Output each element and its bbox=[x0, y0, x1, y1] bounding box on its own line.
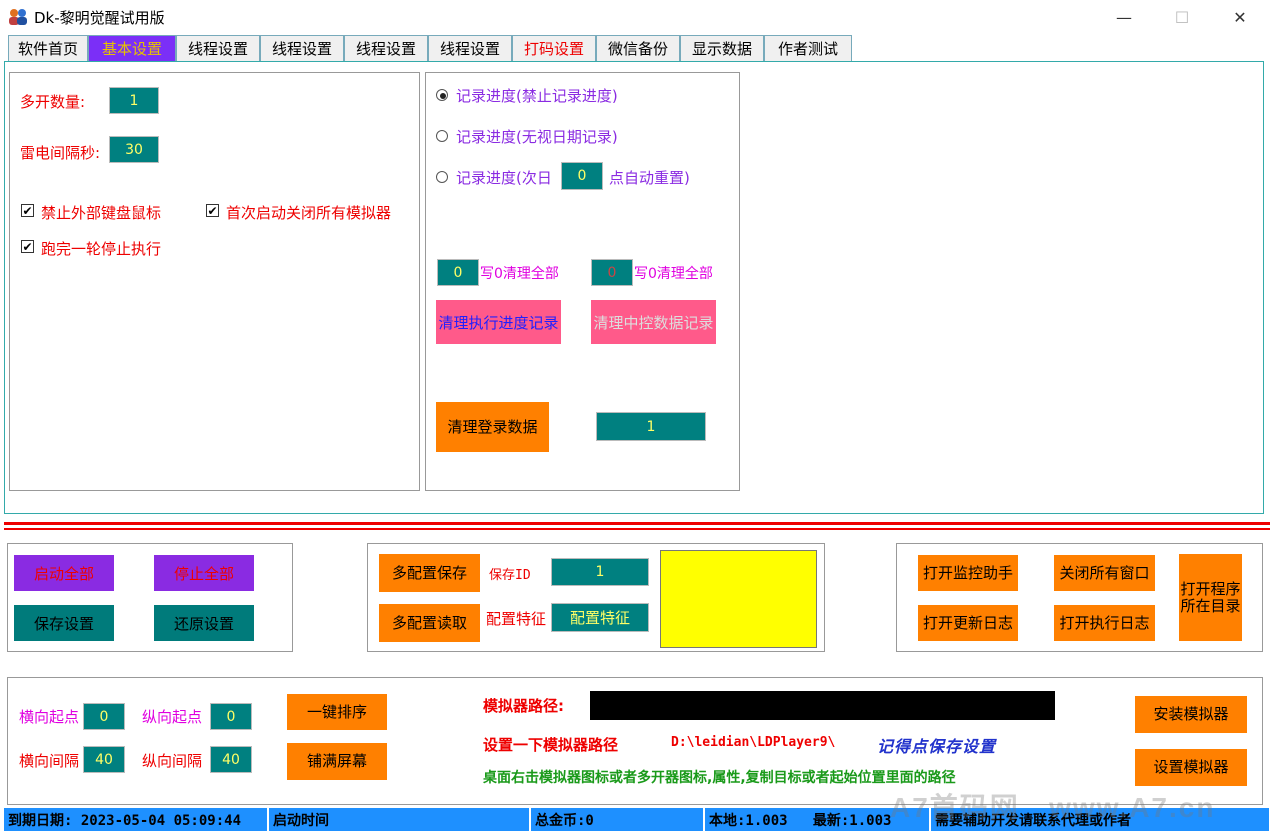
config-feature-label: 配置特征 bbox=[486, 610, 547, 628]
open-dir-line1: 打开程序 bbox=[1180, 579, 1241, 598]
start-all-button[interactable]: 启动全部 bbox=[14, 555, 114, 591]
tab-content-frame bbox=[4, 61, 1264, 514]
tab-home[interactable]: 软件首页 bbox=[8, 35, 88, 61]
basic-settings-panel: 多开数量: 1 雷电间隔秒: 30 ✔ 禁止外部键盘鼠标 ✔ 首次启动关闭所有模… bbox=[9, 72, 420, 491]
clear-ctrl-count-input[interactable]: 0 bbox=[591, 259, 633, 286]
config-emulator-button[interactable]: 设置模拟器 bbox=[1135, 749, 1247, 786]
emulator-path-input[interactable] bbox=[590, 691, 1055, 720]
save-settings-button[interactable]: 保存设置 bbox=[14, 605, 114, 641]
separator-red bbox=[4, 522, 1270, 525]
interval-label: 雷电间隔秒: bbox=[20, 144, 101, 162]
tab-thread-settings-1[interactable]: 线程设置 bbox=[176, 35, 260, 61]
install-emulator-button[interactable]: 安装模拟器 bbox=[1135, 696, 1247, 733]
close-button[interactable]: ✕ bbox=[1233, 7, 1247, 27]
fill-screen-button[interactable]: 铺满屏幕 bbox=[287, 743, 387, 780]
title-bar: Dk-黎明觉醒试用版 — ☐ ✕ bbox=[0, 0, 1273, 34]
block-input-checkbox[interactable]: ✔ bbox=[21, 204, 34, 218]
clear-exec-count-label: 写0清理全部 bbox=[480, 266, 559, 282]
radio-ignore-date[interactable] bbox=[436, 130, 448, 142]
open-program-dir-button[interactable]: 打开程序 所在目录 bbox=[1179, 554, 1242, 641]
clear-exec-progress-button[interactable]: 清理执行进度记录 bbox=[436, 300, 561, 344]
app-users-icon bbox=[9, 9, 27, 25]
save-id-input[interactable]: 1 bbox=[551, 558, 649, 586]
status-start-time: 启动时间 bbox=[269, 808, 531, 831]
restore-settings-button[interactable]: 还原设置 bbox=[154, 605, 254, 641]
multi-config-save-button[interactable]: 多配置保存 bbox=[379, 554, 480, 592]
progress-record-panel: 记录进度(禁止记录进度) 记录进度(无视日期记录) 记录进度(次日 0 点自动重… bbox=[425, 72, 740, 491]
close-emulators-label: 首次启动关闭所有模拟器 bbox=[226, 204, 392, 222]
run-control-panel: 启动全部 停止全部 保存设置 还原设置 bbox=[7, 543, 293, 652]
reset-hour-input[interactable]: 0 bbox=[561, 162, 603, 190]
tab-basic-settings[interactable]: 基本设置 bbox=[88, 35, 176, 61]
clear-login-data-button[interactable]: 清理登录数据 bbox=[436, 402, 549, 452]
multi-config-panel: 多配置保存 保存ID 1 多配置读取 配置特征 配置特征 bbox=[367, 543, 825, 652]
window-title: Dk-黎明觉醒试用版 bbox=[34, 9, 165, 27]
status-total-gold: 总金币:0 bbox=[531, 808, 705, 831]
status-contact: 需要辅助开发请联系代理或作者 bbox=[931, 808, 1269, 831]
multi-open-input[interactable]: 1 bbox=[109, 87, 159, 114]
remember-save-hint: 记得点保存设置 bbox=[877, 737, 997, 756]
stop-after-round-label: 跑完一轮停止执行 bbox=[41, 240, 162, 258]
radio-next-day-label: 记录进度(次日 bbox=[456, 169, 552, 187]
set-path-hint: 设置一下模拟器路径 bbox=[483, 736, 619, 754]
radio-no-record[interactable] bbox=[436, 89, 448, 101]
clear-ctrl-count-label: 写0清理全部 bbox=[634, 266, 713, 282]
radio-next-day-reset[interactable] bbox=[436, 171, 448, 183]
v-start-label: 纵向起点 bbox=[142, 708, 203, 726]
path-example: D:\leidian\LDPlayer9\ bbox=[671, 735, 836, 750]
close-emulators-checkbox[interactable]: ✔ bbox=[206, 204, 219, 218]
tab-thread-settings-3[interactable]: 线程设置 bbox=[344, 35, 428, 61]
open-exec-log-button[interactable]: 打开执行日志 bbox=[1054, 605, 1155, 641]
radio-no-record-label: 记录进度(禁止记录进度) bbox=[456, 87, 618, 105]
interval-input[interactable]: 30 bbox=[109, 136, 159, 163]
h-gap-label: 横向间隔 bbox=[19, 752, 80, 770]
tab-thread-settings-2[interactable]: 线程设置 bbox=[260, 35, 344, 61]
close-all-windows-button[interactable]: 关闭所有窗口 bbox=[1054, 555, 1155, 591]
clear-exec-count-input[interactable]: 0 bbox=[437, 259, 479, 286]
config-feature-input[interactable]: 配置特征 bbox=[551, 603, 649, 632]
emulator-path-label: 模拟器路径: bbox=[483, 697, 564, 715]
status-version: 本地:1.003 最新:1.003 bbox=[705, 808, 931, 831]
reset-hour-suffix: 点自动重置) bbox=[609, 169, 690, 187]
tools-panel: 打开监控助手 关闭所有窗口 打开更新日志 打开执行日志 打开程序 所在目录 bbox=[896, 543, 1263, 652]
h-gap-input[interactable]: 40 bbox=[83, 746, 125, 773]
one-click-sort-button[interactable]: 一键排序 bbox=[287, 694, 387, 730]
minimize-button[interactable]: — bbox=[1116, 7, 1132, 27]
open-update-log-button[interactable]: 打开更新日志 bbox=[918, 605, 1018, 641]
multi-open-label: 多开数量: bbox=[20, 93, 86, 111]
multi-config-read-button[interactable]: 多配置读取 bbox=[379, 604, 480, 642]
tab-author-test[interactable]: 作者测试 bbox=[764, 35, 852, 61]
stop-after-round-checkbox[interactable]: ✔ bbox=[21, 240, 34, 254]
v-gap-label: 纵向间隔 bbox=[142, 752, 203, 770]
block-input-label: 禁止外部键盘鼠标 bbox=[41, 204, 162, 222]
status-expire-date: 到期日期: 2023-05-04 05:09:44 bbox=[4, 808, 269, 831]
stop-all-button[interactable]: 停止全部 bbox=[154, 555, 254, 591]
clear-ctrl-data-button[interactable]: 清理中控数据记录 bbox=[591, 300, 716, 344]
v-gap-input[interactable]: 40 bbox=[210, 746, 252, 773]
v-start-input[interactable]: 0 bbox=[210, 703, 252, 730]
tab-captcha-settings[interactable]: 打码设置 bbox=[512, 35, 596, 61]
tab-thread-settings-4[interactable]: 线程设置 bbox=[428, 35, 512, 61]
desktop-path-hint: 桌面右击模拟器图标或者多开器图标,属性,复制目标或者起始位置里面的路径 bbox=[483, 770, 956, 786]
open-monitor-button[interactable]: 打开监控助手 bbox=[918, 555, 1018, 591]
tab-wechat-backup[interactable]: 微信备份 bbox=[596, 35, 680, 61]
separator-red-2 bbox=[4, 528, 1270, 530]
login-data-input[interactable]: 1 bbox=[596, 412, 706, 441]
h-start-label: 横向起点 bbox=[19, 708, 80, 726]
maximize-button[interactable]: ☐ bbox=[1174, 7, 1190, 27]
tab-bar: 软件首页 基本设置 线程设置 线程设置 线程设置 线程设置 打码设置 微信备份 … bbox=[4, 35, 1264, 62]
save-id-label: 保存ID bbox=[489, 568, 531, 583]
watermark: A7首码网 www.A7.cn bbox=[890, 792, 1216, 823]
emulator-layout-panel: 横向起点 0 纵向起点 0 横向间隔 40 纵向间隔 40 一键排序 铺满屏幕 … bbox=[7, 677, 1263, 805]
preview-box bbox=[660, 550, 817, 648]
h-start-input[interactable]: 0 bbox=[83, 703, 125, 730]
tab-display-data[interactable]: 显示数据 bbox=[680, 35, 764, 61]
open-dir-line2: 所在目录 bbox=[1180, 596, 1241, 615]
radio-ignore-date-label: 记录进度(无视日期记录) bbox=[456, 128, 618, 146]
